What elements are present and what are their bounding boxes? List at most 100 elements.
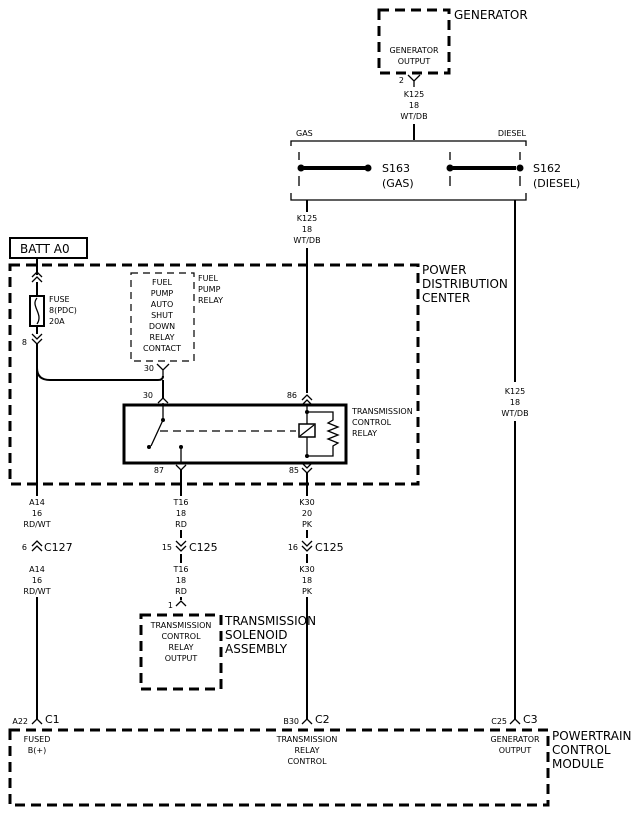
generator-output-label: GENERATOR bbox=[389, 46, 439, 55]
c125-right-pin: 16 bbox=[288, 543, 298, 552]
pcm-title-3: MODULE bbox=[552, 757, 604, 771]
k125-right-gauge: 18 bbox=[510, 398, 520, 407]
c127-id: C127 bbox=[44, 541, 73, 554]
k125-mid-color: WT/DB bbox=[293, 236, 320, 245]
selection-brace-bottom bbox=[290, 193, 527, 201]
c127-connector bbox=[31, 540, 43, 552]
tcr-pin30-connector bbox=[157, 397, 169, 404]
asd-line-3: AUTO bbox=[151, 300, 174, 309]
pcm-c3-func-2: OUTPUT bbox=[499, 746, 532, 755]
pdc-title-1: POWER bbox=[422, 263, 466, 277]
c125-left-connector bbox=[175, 540, 187, 552]
tcr-resistor bbox=[307, 411, 340, 457]
tcr-pin87-connector bbox=[175, 464, 187, 471]
pcm-c1-func-1: FUSED bbox=[24, 735, 51, 744]
t16-top-circuit: T16 bbox=[172, 498, 188, 507]
fuse-label-3: 20A bbox=[49, 317, 65, 326]
a14-bot-label-bg bbox=[24, 563, 52, 597]
k30-bot-circuit: K30 bbox=[299, 565, 314, 574]
pcm-c3-connector bbox=[509, 718, 521, 725]
generator-output-label-2: OUTPUT bbox=[398, 57, 431, 66]
tcr-pin-87: 87 bbox=[154, 466, 164, 475]
k30-top-color: PK bbox=[302, 520, 313, 529]
gas-label: GAS bbox=[296, 129, 313, 138]
pcm-c2-func-2: RELAY bbox=[295, 746, 320, 755]
fuse-to-asd-wire bbox=[36, 367, 164, 381]
t16-bot-color: RD bbox=[175, 587, 187, 596]
pdc-title-2: DISTRIBUTION bbox=[422, 277, 508, 291]
t16-bot-gauge: 18 bbox=[176, 576, 186, 585]
asd-relay-contact-box bbox=[130, 272, 195, 362]
tcr-pin-86: 86 bbox=[287, 391, 297, 400]
asd-line-4: SHUT bbox=[151, 311, 173, 320]
a14-top-circuit: A14 bbox=[29, 498, 45, 507]
solenoid-box-line-4: OUTPUT bbox=[165, 654, 198, 663]
a14-bot-color: RD/WT bbox=[23, 587, 50, 596]
diesel-label: DIESEL bbox=[498, 129, 527, 138]
solenoid-box bbox=[139, 613, 223, 691]
fuel-pump-relay-label-2: PUMP bbox=[198, 285, 221, 294]
k125-right-color: WT/DB bbox=[501, 409, 528, 418]
pcm-c1-connector bbox=[31, 718, 43, 725]
asd-pin: 30 bbox=[144, 364, 154, 373]
solenoid-title-2: SOLENOID bbox=[225, 628, 288, 642]
t16-top-color: RD bbox=[175, 520, 187, 529]
solenoid-title-1: TRANSMISSION bbox=[224, 614, 316, 628]
generator-title: GENERATOR bbox=[454, 8, 528, 22]
k30-top-gauge: 20 bbox=[302, 509, 312, 518]
pcm-c3-conn: C3 bbox=[523, 713, 538, 726]
pcm-c2-pin: B30 bbox=[283, 717, 299, 726]
s162-splice-dot bbox=[446, 164, 454, 172]
c125-right-connector bbox=[301, 540, 313, 552]
batt-label: BATT A0 bbox=[20, 242, 70, 256]
fuse-element bbox=[34, 297, 40, 325]
tcr-label-3: RELAY bbox=[352, 429, 377, 438]
c125-left-id: C125 bbox=[189, 541, 218, 554]
pdc-box bbox=[8, 263, 420, 486]
k30-bot-gauge: 18 bbox=[302, 576, 312, 585]
c127-pin: 6 bbox=[22, 543, 27, 552]
c125-right-id: C125 bbox=[315, 541, 344, 554]
s163-label: S163 bbox=[382, 162, 410, 175]
asd-out-connector bbox=[156, 363, 170, 378]
tcr-switch-arm bbox=[150, 419, 164, 447]
pcm-c3-pin: C25 bbox=[491, 717, 507, 726]
k125-mid-gauge: 18 bbox=[302, 225, 312, 234]
fuse-label-1: FUSE bbox=[49, 295, 70, 304]
t16-top-gauge: 18 bbox=[176, 509, 186, 518]
solenoid-pin: 1 bbox=[168, 601, 173, 610]
t16-bot-circuit: T16 bbox=[172, 565, 188, 574]
fuse-in-connector bbox=[31, 271, 43, 283]
fuse-pin: 8 bbox=[22, 338, 27, 347]
a14-bot-gauge: 16 bbox=[32, 576, 42, 585]
s162-sub: (DIESEL) bbox=[533, 177, 580, 190]
selection-brace-top bbox=[290, 140, 527, 146]
a14-top-gauge: 16 bbox=[32, 509, 42, 518]
fuel-pump-relay-label-1: FUEL bbox=[198, 274, 219, 283]
k30-bot-label-bg bbox=[296, 563, 318, 597]
k125-top-circuit: K125 bbox=[404, 90, 425, 99]
a14-top-color: RD/WT bbox=[23, 520, 50, 529]
solenoid-box-line-3: RELAY bbox=[169, 643, 194, 652]
tcr-pin-85: 85 bbox=[289, 466, 299, 475]
fuse-label-2: 8(PDC) bbox=[49, 306, 77, 315]
t16-top-label-bg bbox=[170, 496, 192, 530]
asd-line-6: RELAY bbox=[150, 333, 175, 342]
solenoid-box-line-1: TRANSMISSION bbox=[150, 621, 212, 630]
tcr-pin86-connector bbox=[301, 394, 313, 406]
pcm-c2-func-1: TRANSMISSION bbox=[276, 735, 338, 744]
k125-mid-circuit: K125 bbox=[297, 214, 318, 223]
c125-left-pin: 15 bbox=[162, 543, 172, 552]
s163-sub: (GAS) bbox=[382, 177, 414, 190]
tcr-coil-slash bbox=[299, 424, 315, 437]
k30-bot-color: PK bbox=[302, 587, 313, 596]
pcm-c2-connector bbox=[301, 718, 313, 725]
pcm-c2-conn: C2 bbox=[315, 713, 330, 726]
pcm-c1-func-2: B(+) bbox=[28, 746, 46, 755]
asd-line-2: PUMP bbox=[151, 289, 174, 298]
pcm-c3-func-1: GENERATOR bbox=[490, 735, 540, 744]
pcm-c2-func-3: CONTROL bbox=[287, 757, 327, 766]
pcm-box bbox=[8, 728, 550, 807]
k125-top-gauge: 18 bbox=[409, 101, 419, 110]
pcm-c1-conn: C1 bbox=[45, 713, 60, 726]
